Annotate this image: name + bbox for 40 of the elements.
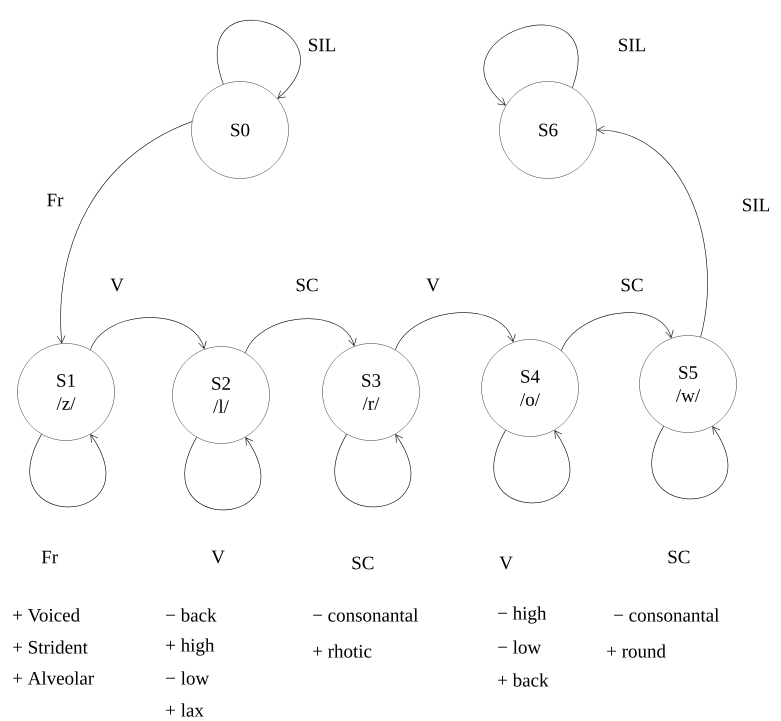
feature-label: − consonantal — [614, 608, 720, 622]
arrow — [245, 318, 357, 354]
edge-label: SIL — [740, 198, 772, 212]
feature-label: + Voiced — [13, 608, 80, 622]
category-label: SC — [352, 556, 374, 570]
feature-label: − consonantal — [313, 608, 418, 622]
feature-label: + Alveolar — [13, 671, 94, 685]
self-loop-arrow — [217, 20, 300, 99]
category-label: SC — [668, 550, 690, 564]
arrow — [561, 312, 674, 351]
feature-label: − high — [498, 606, 546, 624]
self-loop-arrow — [484, 24, 578, 106]
feature-label: − low — [498, 640, 542, 654]
self-loop-arrow — [184, 436, 262, 510]
feature-label: + rhotic — [313, 644, 372, 658]
arrow — [596, 126, 708, 338]
arrow — [395, 312, 516, 350]
feature-label: + high — [166, 638, 214, 656]
edge-label: Fr — [46, 192, 64, 208]
arrow — [56, 121, 192, 344]
feature-label: − back — [166, 608, 217, 622]
category-label: Fr — [42, 550, 58, 564]
feature-label: + Strident — [13, 640, 88, 654]
category-label: V — [211, 550, 225, 564]
self-loop-arrow — [334, 434, 412, 508]
edge-label: SIL — [616, 38, 648, 52]
self-loop-arrow — [494, 430, 570, 504]
edge-label: V — [425, 278, 441, 292]
feature-label: − low — [166, 671, 210, 685]
edge-label: V — [109, 278, 125, 292]
arrow — [90, 317, 207, 350]
category-label: V — [499, 556, 513, 570]
feature-label: + back — [498, 673, 549, 687]
feature-label: + round — [607, 644, 666, 658]
edge-label: SC — [294, 278, 320, 292]
edge-label: SIL — [306, 38, 338, 52]
self-loop-arrow — [30, 434, 106, 508]
self-loop-arrow — [652, 426, 728, 500]
feature-label: + lax — [166, 703, 204, 717]
edge-label: SC — [619, 278, 645, 292]
